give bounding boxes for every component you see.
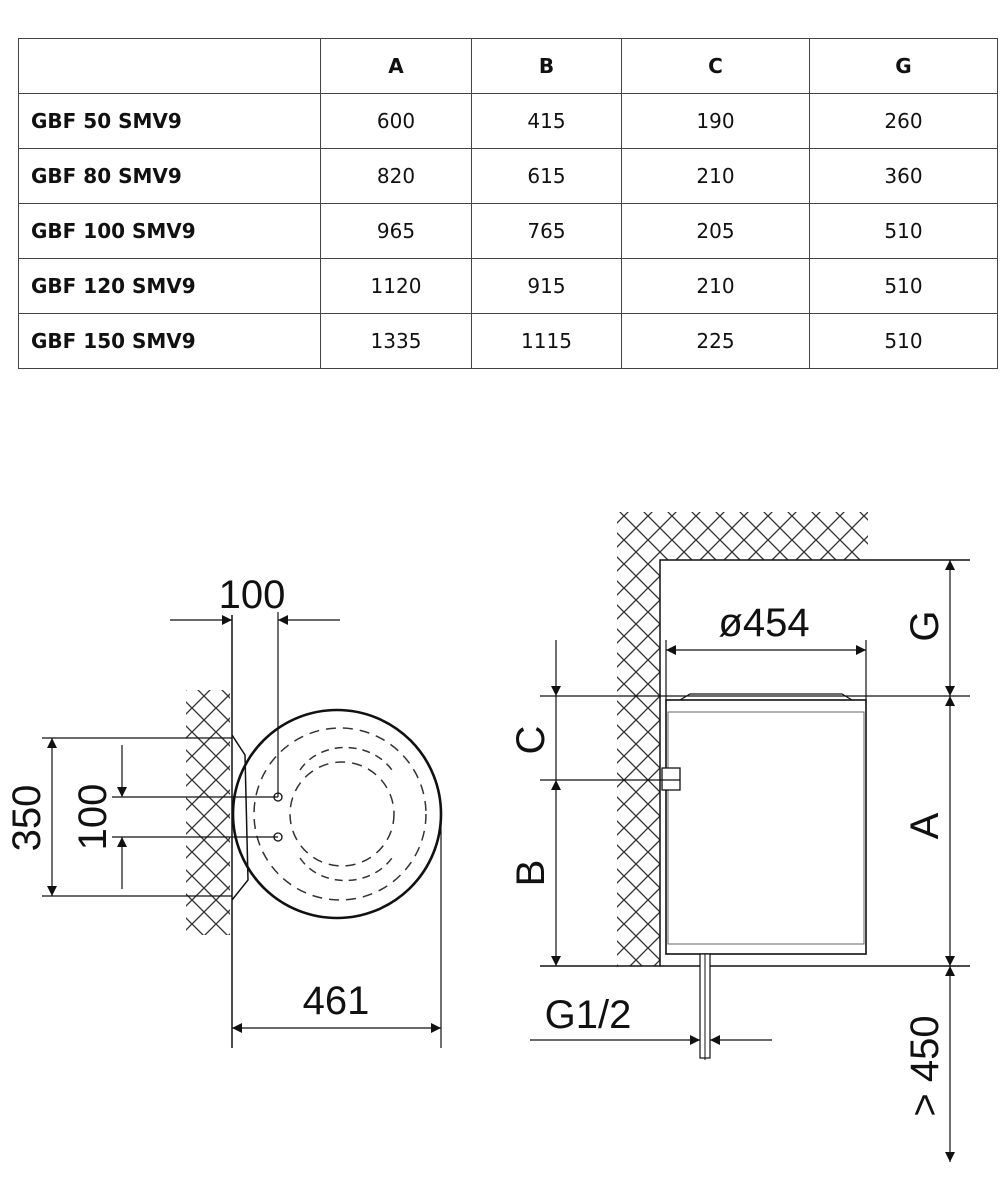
top-view: 100 350 100 461 (5, 573, 443, 1048)
model-name: GBF 50 SMV9 (18, 93, 321, 149)
tank-inner-dashed (253, 727, 427, 901)
table-row: GBF 80 SMV9 820 615 210 360 (18, 148, 998, 204)
model-name: GBF 100 SMV9 (18, 203, 321, 259)
cell-a: 1335 (320, 313, 472, 369)
dim-label-g: G (903, 610, 947, 641)
tank-outline (231, 708, 443, 920)
cell-c: 190 (621, 93, 810, 149)
tank-top-cap (679, 693, 853, 701)
header-model (18, 38, 321, 94)
cell-g: 260 (809, 93, 998, 149)
model-name: GBF 80 SMV9 (18, 148, 321, 204)
dim-label-floor-clearance: > 450 (903, 1015, 947, 1116)
table-row: GBF 50 SMV9 600 415 190 260 (18, 93, 998, 149)
wall-line (659, 559, 970, 966)
tank-body (665, 699, 867, 955)
dim-label-pipe-thread: G1/2 (545, 993, 632, 1037)
dim-label-top: 100 (219, 573, 286, 617)
header-c: C (621, 38, 810, 94)
cell-c: 210 (621, 258, 810, 314)
dim-label-a: A (903, 812, 947, 839)
table-row: GBF 100 SMV9 965 765 205 510 (18, 203, 998, 259)
model-name: GBF 150 SMV9 (18, 313, 321, 369)
tank-shell (667, 711, 865, 945)
cell-g: 510 (809, 313, 998, 369)
table-row: GBF 150 SMV9 1335 1115 225 510 (18, 313, 998, 369)
wall-hatching (186, 690, 230, 935)
dim-label-c: C (509, 726, 553, 755)
header-g: G (809, 38, 998, 94)
wall-bracket (661, 767, 681, 791)
cell-a: 600 (320, 93, 472, 149)
dim-label-b: B (509, 860, 553, 887)
cell-b: 1115 (471, 313, 622, 369)
cell-b: 765 (471, 203, 622, 259)
cell-a: 820 (320, 148, 472, 204)
cell-c: 205 (621, 203, 810, 259)
dimensions-table: A B C G GBF 50 SMV9 600 415 190 260 GBF … (18, 38, 998, 369)
cell-g: 510 (809, 203, 998, 259)
wall-ceiling-hatching (617, 512, 868, 966)
side-view: ø454 C B G A > 450 G1/2 (509, 512, 970, 1162)
dim-label-461: 461 (303, 979, 370, 1023)
table-row: GBF 120 SMV9 1120 915 210 510 (18, 258, 998, 314)
flange-dashed (289, 761, 395, 867)
mounting-bracket (231, 734, 249, 901)
dim-label-100-side: 100 (71, 784, 115, 851)
model-name: GBF 120 SMV9 (18, 258, 321, 314)
cell-b: 615 (471, 148, 622, 204)
cell-a: 1120 (320, 258, 472, 314)
cell-g: 360 (809, 148, 998, 204)
dim-label-diameter: ø454 (718, 601, 809, 645)
cell-b: 415 (471, 93, 622, 149)
dim-label-350: 350 (5, 785, 49, 852)
heater-loop-dashed (299, 746, 393, 882)
